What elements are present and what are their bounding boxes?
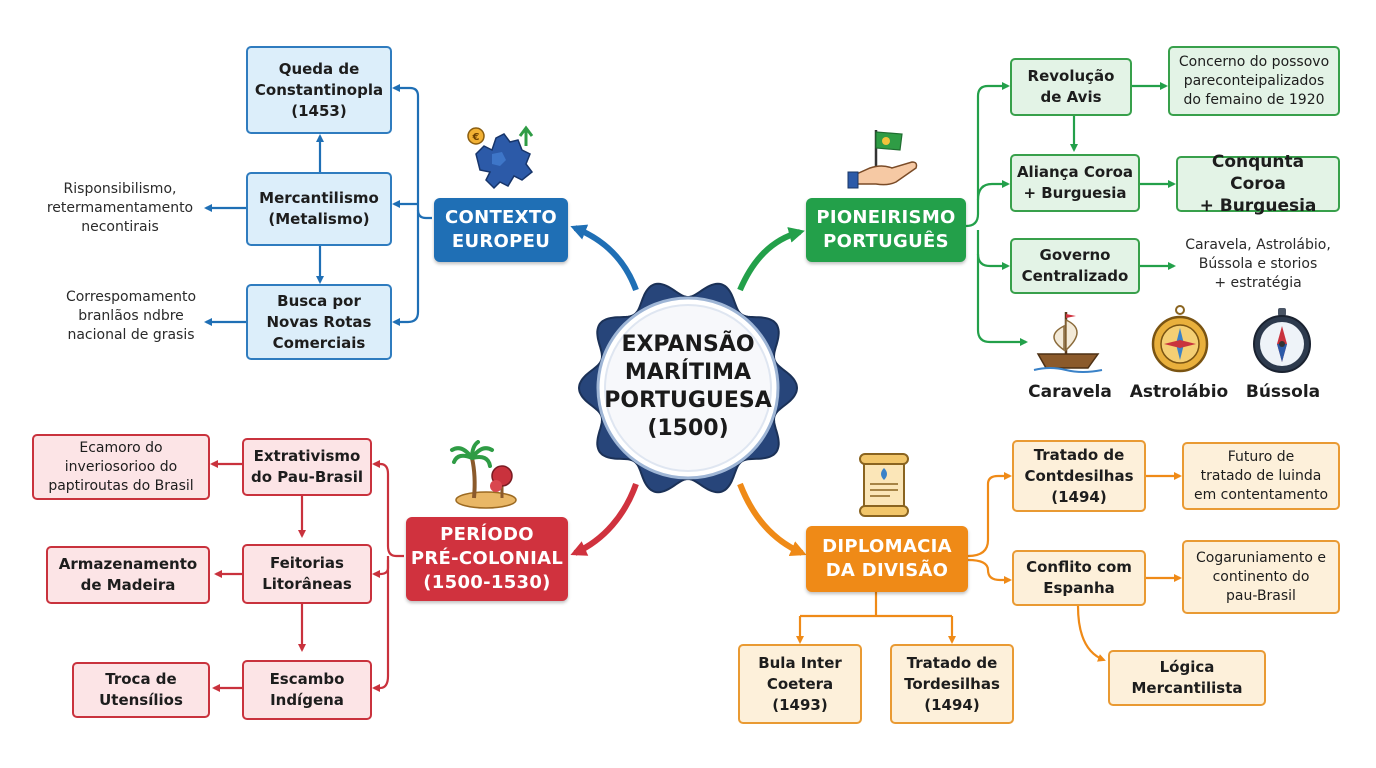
node-governo-centralizado[interactable]: Governo Centralizado [1010,238,1140,294]
category-contexto-europeu[interactable]: CONTEXTO EUROPEU [434,198,568,262]
note-risponsibilismo: Risponsibilismo, retermamentamento necon… [46,181,194,235]
note-correspomamento: Correspomamento branlãos ndbre nacional … [65,289,197,343]
node-tratado-contdesilhas[interactable]: Tratado de Contdesilhas (1494) [1012,440,1146,512]
node-queda-constantinopla[interactable]: Queda de Constantinopla (1453) [246,46,392,134]
node-concerno-possovo[interactable]: Concerno do possovo pareconteipalizados … [1168,46,1340,116]
node-revolucao-avis[interactable]: Revolução de Avis [1010,58,1132,116]
node-troca-utensilios[interactable]: Troca de Utensílios [72,662,210,718]
node-alianca-coroa[interactable]: Aliança Coroa + Burguesia [1010,154,1140,212]
node-busca-novas-rotas[interactable]: Busca por Novas Rotas Comerciais [246,284,392,360]
caravel-ship-icon [1033,312,1103,373]
label-caravela: Caravela [1028,382,1112,402]
node-futuro-tratado[interactable]: Futuro de tratado de luinda em contentam… [1182,442,1340,510]
node-cogaruniamento[interactable]: Cogaruniamento e continento do pau-Brasi… [1182,540,1340,614]
node-bula-inter-coetera[interactable]: Bula Inter Coetera (1493) [738,644,862,724]
node-escambo-indigena[interactable]: Escambo Indígena [242,660,372,720]
europe-map-icon: € [467,125,534,190]
node-mercantilismo[interactable]: Mercantilismo (Metalismo) [246,172,392,246]
astrolabe-icon [1151,305,1209,373]
node-extrativismo-pau-brasil[interactable]: Extrativismo do Pau-Brasil [242,438,372,496]
center-badge [577,282,799,494]
label-bussola: Bússola [1245,382,1321,402]
category-diplomacia-da-divisao[interactable]: DIPLOMACIA DA DIVISÃO [806,526,968,592]
category-pioneirismo-portugues[interactable]: PIONEIRISMO PORTUGUÊS [806,198,966,262]
node-ecamoro[interactable]: Ecamoro do inveriosorioo do paptiroutas … [32,434,210,500]
node-feitorias-litoraneas[interactable]: Feitorias Litorâneas [242,544,372,604]
node-armazenamento-madeira[interactable]: Armazenamento de Madeira [46,546,210,604]
note-caravela-astrolabio: Caravela, Astrolábio, Bússola e storios … [1185,237,1331,291]
center-title: EXPANSÃO MARÍTIMA PORTUGUESA (1500) [604,332,772,441]
label-astrolabio: Astrolábio [1129,382,1229,402]
node-tratado-tordesilhas[interactable]: Tratado de Tordesilhas (1494) [890,644,1014,724]
category-periodo-pre-colonial[interactable]: PERÍODO PRÉ-COLONIAL (1500-1530) [406,517,568,601]
hand-flag-icon [847,130,918,189]
treaty-scroll-icon [859,453,909,517]
palm-island-icon [450,440,517,509]
svg-text:€: € [472,132,480,143]
node-logica-mercantilista[interactable]: Lógica Mercantilista [1108,650,1266,706]
compass-icon [1253,308,1311,373]
node-conqunta-coroa[interactable]: Conqunta Coroa + Burguesia [1176,152,1340,216]
node-conflito-espanha[interactable]: Conflito com Espanha [1012,550,1146,606]
